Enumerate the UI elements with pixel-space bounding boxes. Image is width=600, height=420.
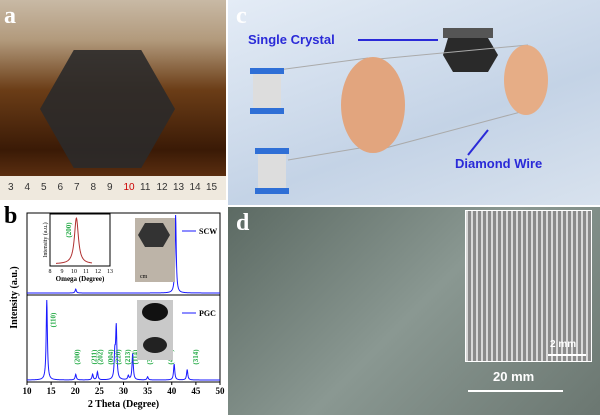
pgc-sample-top <box>142 303 168 321</box>
peak-label: (202) <box>96 349 104 365</box>
ruler-number: 15 <box>206 182 218 193</box>
x-tick-label: 15 <box>47 386 57 396</box>
panel-label-a: a <box>4 3 16 29</box>
panel-d-inset-photo: 2 mm <box>465 210 592 362</box>
inset-tick-label: 13 <box>107 269 113 275</box>
inset-x-label: Omega (Degree) <box>56 275 105 283</box>
ruler-number: 9 <box>107 182 113 193</box>
inset-tick-label: 11 <box>83 269 89 275</box>
scale-main-label: 20 mm <box>493 369 535 384</box>
peak-label: (213) <box>124 349 132 365</box>
single-crystal <box>443 38 498 72</box>
panel-b-xrd-chart: 10 15 20 25 30 35 40 45 50 2 Theta (Degree) Intens… <box>0 200 226 415</box>
panel-label-d: d <box>236 210 250 236</box>
x-tick-label: 50 <box>216 386 226 396</box>
ruler-number: 11 <box>140 182 151 193</box>
panel-label-c: c <box>236 3 247 29</box>
peak-label: (114) <box>132 349 140 364</box>
peak-label: (220) <box>115 349 123 365</box>
x-tick-label: 35 <box>143 386 153 396</box>
inset-tick-label: 9 <box>61 269 64 275</box>
inset-tick-label: 12 <box>95 269 101 275</box>
ruler-number: 13 <box>173 182 185 193</box>
wire-drum-right <box>504 45 548 115</box>
peak-label: (314) <box>192 349 200 365</box>
x-tick-label: 45 <box>191 386 201 396</box>
spool-bottom <box>255 188 289 194</box>
x-axis-label: 2 Theta (Degree) <box>88 399 159 410</box>
panel-label-b: b <box>4 203 18 229</box>
inset-tick-label: 10 <box>71 269 77 275</box>
scale-inset-label: 2 mm <box>550 339 577 350</box>
diamond-wire-label: Diamond Wire <box>455 156 543 171</box>
peak-label: (110) <box>50 312 58 327</box>
inset-rocking-curve <box>55 217 93 264</box>
peak-label: (200) <box>74 349 82 365</box>
ruler-number: 7 <box>74 182 80 193</box>
ruler-number: 4 <box>24 182 31 193</box>
crystal-plate <box>443 28 493 38</box>
x-tick-label: 30 <box>119 386 129 396</box>
pgc-series-line <box>26 299 221 381</box>
legend-label: PGC <box>199 309 216 318</box>
ruler-number: 10 <box>123 182 135 193</box>
ruler-number: 8 <box>90 182 97 193</box>
scw-crystal <box>138 223 170 247</box>
y-axis-label: Intensity (a.u.) <box>9 266 20 329</box>
x-tick-label: 25 <box>95 386 105 396</box>
inset-y-label: Intensity (a.u.) <box>42 222 49 257</box>
inset-peak-label: (200) <box>65 222 73 238</box>
spool-top <box>250 108 284 114</box>
arrow-wire <box>467 129 489 156</box>
inset-tick-label: 8 <box>49 269 52 275</box>
pgc-sample-bottom <box>143 337 167 353</box>
scale-bar-main <box>468 390 563 392</box>
scale-bar-inset <box>548 354 586 356</box>
x-tick-label: 40 <box>167 386 177 396</box>
scw-series-line <box>26 214 221 294</box>
ruler-number: 6 <box>57 182 64 193</box>
ruler-number: 5 <box>41 182 47 193</box>
panel-c-wire-saw-diagram: Single Crystal Diamond Wire c <box>228 0 600 205</box>
peak-label: (211) <box>91 349 99 364</box>
x-tick-label: 20 <box>71 386 81 396</box>
peak-label: (004) <box>107 349 115 365</box>
wire-drum-left <box>341 57 405 153</box>
ruler-number: 14 <box>189 182 201 193</box>
x-tick-label: 10 <box>23 386 33 396</box>
single-crystal-label: Single Crystal <box>248 32 335 47</box>
hexagonal-crystal <box>40 50 175 168</box>
inset-frame <box>49 213 111 267</box>
ruler-number: 12 <box>156 182 168 193</box>
legend-label: SCW <box>199 227 217 236</box>
ruler-number: 3 <box>8 182 14 193</box>
scale-text: cm <box>140 274 148 280</box>
